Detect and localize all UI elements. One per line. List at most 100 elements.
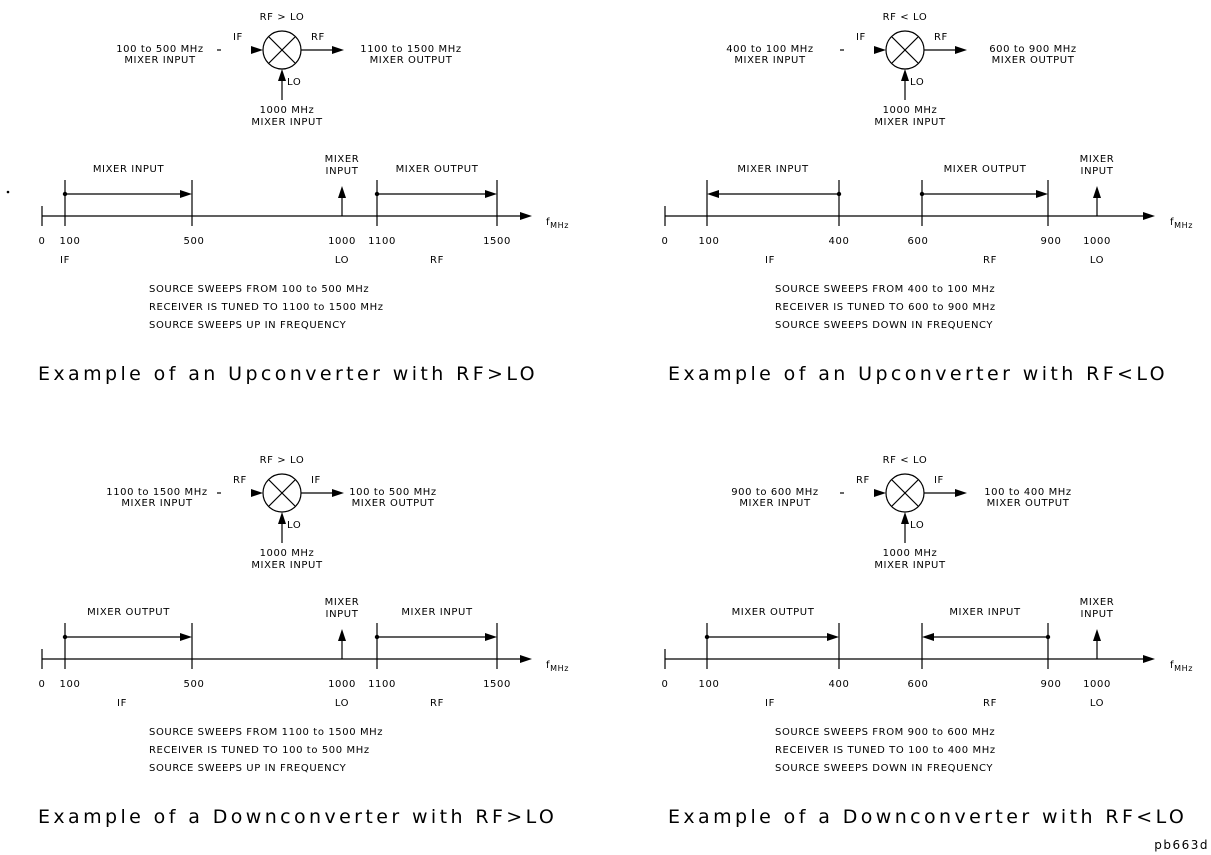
bracket-label: MIXER INPUT [401,607,473,618]
mixer-input-range: 100 to 500 MHz [116,44,204,55]
band-label: LO [1090,255,1104,266]
axis-unit-label: fMHz [546,660,569,673]
mixer-input-label: MIXER INPUT [121,498,193,509]
mixer-lo-frequency: 1000 MHz [260,548,315,559]
mixer-output-arrow-icon [955,489,967,497]
sweep-notes: SOURCE SWEEPS FROM 400 to 100 MHzRECEIVE… [775,284,995,331]
mixer-in-port-label: IF [856,32,866,43]
band-label: IF [765,698,775,709]
sweep-note: RECEIVER IS TUNED TO 1100 to 1500 MHz [149,302,384,313]
mixer-output-label: MIXER OUTPUT [987,498,1070,509]
band-label: IF [117,698,127,709]
lo-marker-arrow-icon [338,186,346,198]
sweep-note: RECEIVER IS TUNED TO 100 to 400 MHz [775,745,996,756]
band-label: RF [983,255,997,266]
stray-dot [6,190,10,194]
mixer-cross-line [268,479,296,507]
lo-marker-label-line1: MIXER [325,597,360,608]
mixer-lo-port-label: LO [287,520,301,531]
mixer-cross-line [268,36,296,64]
mixer-input-arrow-icon [874,489,886,497]
mixer-input-arrow-icon [251,46,263,54]
sweep-note: SOURCE SWEEPS FROM 900 to 600 MHz [775,727,995,738]
mixer-in-port-label: RF [856,475,870,486]
mixer-input-label: MIXER INPUT [739,498,811,509]
mixer-lo-label: MIXER INPUT [251,117,323,128]
axis-tick-label: 600 [908,236,929,247]
mixer-input-arrow-icon [251,489,263,497]
bracket-label: MIXER OUTPUT [87,607,170,618]
mixer-out-port-label: IF [311,475,321,486]
mixer-output-label: MIXER OUTPUT [352,498,435,509]
bracket-label: MIXER OUTPUT [732,607,815,618]
axis-arrow-icon [1143,212,1155,220]
mixer-input-arrow-icon [874,46,886,54]
axis-arrow-icon [1143,655,1155,663]
mixer-lo-frequency: 1000 MHz [883,548,938,559]
lo-marker-label-line1: MIXER [1080,154,1115,165]
lo-marker-arrow-icon [1093,186,1101,198]
bracket-arrow-icon [485,190,497,198]
axis-tick-label: 0 [39,236,46,247]
sweep-notes: SOURCE SWEEPS FROM 100 to 500 MHzRECEIVE… [149,284,384,331]
axis-unit-label: fMHz [1170,660,1193,673]
bracket-arrow-icon [180,190,192,198]
mixer-relation-label: RF < LO [883,12,928,23]
lo-marker-label-line2: INPUT [1081,166,1114,177]
mixer-relation-label: RF > LO [260,12,305,23]
axis-unit-label: fMHz [546,217,569,230]
lo-marker-label-line2: INPUT [1081,609,1114,620]
mixer-lo-label: MIXER INPUT [874,117,946,128]
mixer-out-port-label: RF [934,32,948,43]
figure-caption: Example of a Downconverter with RF<LO [668,806,1187,828]
bracket-label: MIXER INPUT [93,164,165,175]
mixer-output-label: MIXER OUTPUT [992,55,1075,66]
mixer-lo-arrow-icon [278,512,286,524]
sweep-note: SOURCE SWEEPS FROM 100 to 500 MHz [149,284,369,295]
axis-unit-label: fMHz [1170,217,1193,230]
axis-unit-symbol: f [546,217,550,228]
band-label: RF [983,698,997,709]
lo-marker-label-line1: MIXER [1080,597,1115,608]
axis-tick-label: 1000 [1083,679,1111,690]
mixer-lo-port-label: LO [287,77,301,88]
mixer-cross-line [891,36,919,64]
mixer-in-port-label: RF [233,475,247,486]
axis-tick-label: 1100 [368,679,396,690]
sweep-note: SOURCE SWEEPS DOWN IN FREQUENCY [775,320,993,331]
mixer-relation-label: RF > LO [260,455,305,466]
lo-marker-arrow-icon [338,629,346,641]
bracket-arrow-icon [1036,190,1048,198]
axis-tick-label: 100 [60,679,81,690]
axis-unit-symbol: f [546,660,550,671]
axis-tick-label: 1500 [483,236,511,247]
mixer-lo-arrow-icon [278,69,286,81]
axis-unit-symbol: f [1170,660,1174,671]
axis-tick-label: 1100 [368,236,396,247]
mixer-output-arrow-icon [332,46,344,54]
lo-marker-label-line2: INPUT [326,166,359,177]
mixer-out-port-label: RF [311,32,325,43]
mixer-in-port-label: IF [233,32,243,43]
frequency-bracket: MIXER INPUT [62,164,193,226]
bracket-arrow-icon [180,633,192,641]
axis-tick-label: 500 [184,679,205,690]
mixer-output-range: 100 to 400 MHz [984,487,1072,498]
frequency-bracket: MIXER OUTPUT [919,164,1049,226]
figure-id: pb663d [1154,838,1209,852]
axis-tick-label: 400 [829,679,850,690]
mixer-relation-label: RF < LO [883,455,928,466]
mixer-lo-port-label: LO [910,520,924,531]
